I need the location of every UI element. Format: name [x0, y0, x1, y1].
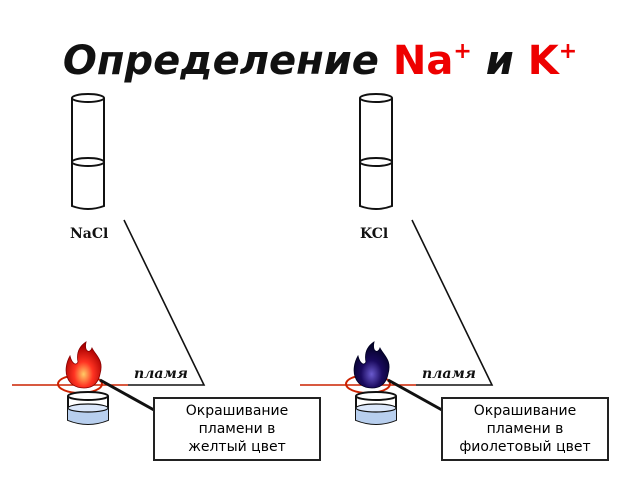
callout-pointer-nacl: [99, 378, 155, 412]
callout-box-kcl: Окрашивание пламени в фиолетовый цвет: [441, 397, 609, 461]
flame-violet-icon: [353, 341, 390, 389]
salt-label-nacl: NaCl: [70, 226, 109, 242]
burner-nacl: [57, 374, 109, 425]
flame-label-nacl: пламя: [134, 366, 188, 382]
callout-line: Окрашивание: [185, 403, 289, 419]
callout-line: Окрашивание: [473, 403, 577, 419]
salt-label-kcl: KCl: [360, 226, 389, 242]
pointer-line-kcl: [411, 219, 494, 386]
title-ion-sodium: Na+: [393, 38, 472, 84]
title-ion-potassium: K+: [528, 38, 577, 84]
sodium-symbol: Na: [392, 38, 454, 84]
title-conjunction: и: [485, 38, 514, 84]
title-prefix: Определение: [62, 38, 379, 84]
test-tube-nacl: [71, 93, 105, 210]
potassium-charge: +: [558, 39, 578, 64]
callout-line: пламени в: [198, 421, 276, 437]
callout-line: желтый цвет: [188, 439, 286, 455]
sodium-charge: +: [453, 39, 472, 64]
flame-label-kcl: пламя: [422, 366, 476, 382]
callout-box-nacl: Окрашивание пламени в желтый цвет: [153, 397, 321, 461]
callout-line: пламени в: [486, 421, 564, 437]
pointer-line-nacl: [123, 219, 206, 386]
potassium-symbol: K: [527, 38, 559, 84]
callout-pointer-kcl: [387, 378, 443, 412]
flame-red-icon: [65, 341, 102, 389]
burner-kcl: [345, 374, 397, 425]
test-tube-kcl: [359, 93, 393, 210]
callout-line: фиолетовый цвет: [459, 439, 591, 455]
page-title: Определение Na+ и K+: [0, 38, 640, 92]
